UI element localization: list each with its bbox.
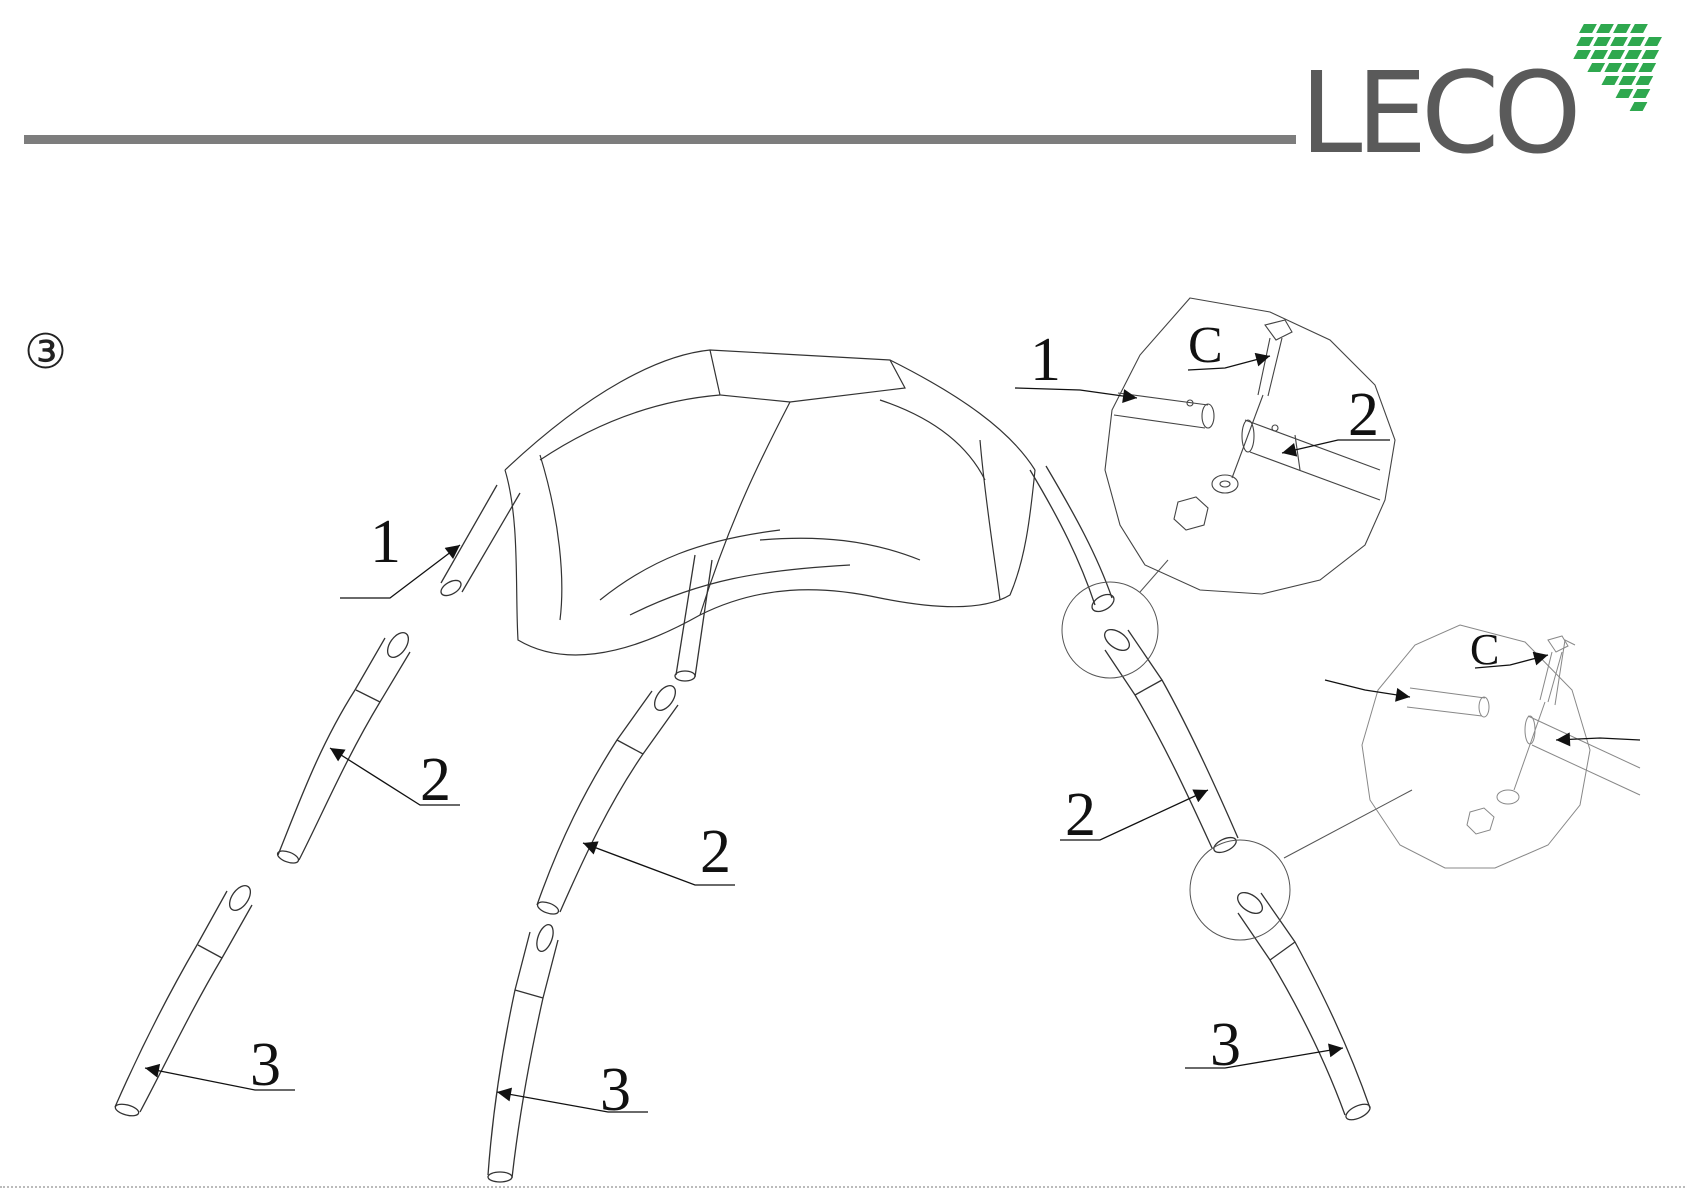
- detail-view-lower: [1362, 625, 1640, 868]
- label-2-detail: 2: [1348, 381, 1379, 449]
- pole-3-left: [114, 882, 254, 1118]
- pole-1-right: [1030, 466, 1117, 615]
- canopy: [505, 350, 1035, 655]
- pole-2-center: [536, 682, 680, 917]
- arrow-1b-detail: [1325, 680, 1410, 697]
- label-2-left: 2: [420, 746, 451, 814]
- label-1-detail: 1: [1030, 326, 1061, 394]
- label-c-detail: C: [1188, 317, 1223, 374]
- bottom-rule: [0, 1186, 1685, 1190]
- label-3-left: 3: [250, 1031, 281, 1099]
- pole-2-right: [1101, 625, 1238, 855]
- label-1-left: 1: [370, 508, 401, 576]
- label-3-right: 3: [1210, 1011, 1241, 1079]
- nut-icon: [1174, 497, 1208, 530]
- joint-highlights: [1062, 560, 1412, 940]
- label-2-center: 2: [700, 818, 731, 886]
- arrow-2b-detail: [1556, 738, 1640, 740]
- pole-1-left: [438, 485, 520, 599]
- leader-arrows: [145, 356, 1640, 1112]
- arrow-3-right: [1185, 1048, 1343, 1068]
- label-2-right: 2: [1065, 781, 1096, 849]
- pole-2-left: [276, 629, 413, 866]
- label-3-center: 3: [600, 1056, 631, 1124]
- label-c-detail-lower: C: [1470, 625, 1499, 674]
- pole-3-right: [1234, 888, 1372, 1123]
- pole-3-center: [488, 922, 558, 1182]
- washer-icon: [1212, 475, 1238, 493]
